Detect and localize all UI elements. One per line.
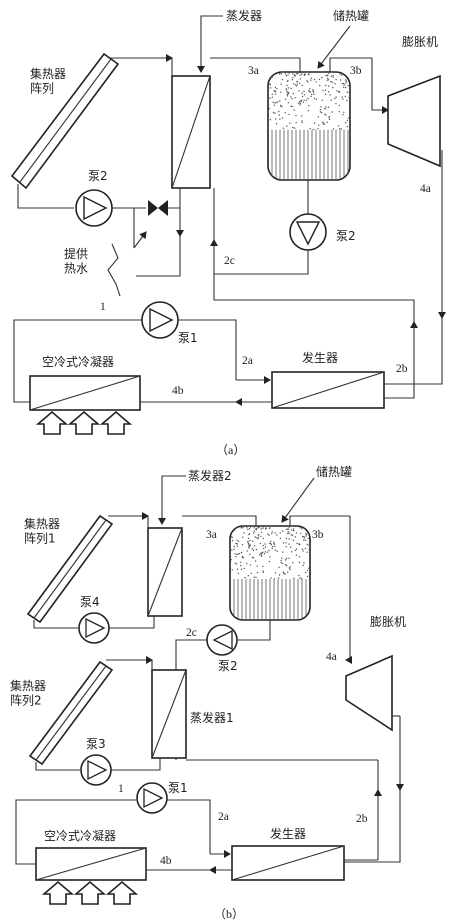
diagram-b: 集热器阵列1 蒸发器2 泵4 储热罐 3a 3b: [10, 464, 406, 921]
pipe-1-b: [15, 799, 136, 865]
pipe-3b-a: [329, 57, 372, 72]
expander-b: [345, 654, 393, 732]
caption-b: （b）: [214, 907, 244, 921]
pipe-2b-up-a: [213, 274, 415, 322]
pump2-tank-a: [289, 213, 327, 251]
state-2a-b: 2a: [218, 811, 229, 823]
pump1-a: [141, 301, 179, 339]
expander-label-b: 膨胀机: [370, 615, 406, 629]
pump3-b: [80, 754, 112, 786]
storage-tank-label-b: 储热罐: [316, 464, 352, 479]
state-2a-a: 2a: [242, 355, 253, 367]
pump1-label-a: 泵1: [178, 331, 198, 345]
collector2-label-b: 集热器阵列2: [10, 678, 46, 707]
pipe-4a-gen-b: [344, 790, 401, 863]
pipe-4a-gen-a: [384, 318, 443, 385]
pipe-hot-water-return-a: [136, 236, 181, 277]
pipe-tank-pump2-b: [238, 620, 271, 641]
evaporator-a: [171, 75, 211, 189]
pump2-label-b: 泵2: [218, 659, 238, 673]
pipe-collector-return-a: [17, 184, 74, 209]
state-3b-b: 3b: [312, 529, 324, 541]
evaporator2-label-b: 蒸发器2: [188, 468, 232, 483]
pump4-b: [78, 612, 110, 644]
state-2c-a: 2c: [224, 255, 235, 267]
condenser-label-b: 空冷式冷凝器: [44, 828, 116, 843]
evaporator-pointer-a: [197, 15, 223, 73]
expander-a: [387, 74, 441, 168]
collector-array-1-b: [26, 514, 114, 624]
state-3a-b: 3a: [206, 529, 217, 541]
condenser-label-a: 空冷式冷凝器: [42, 354, 114, 369]
state-4a-b: 4a: [326, 651, 337, 663]
pump1-b: [136, 782, 168, 814]
tank-pointer-a: [317, 25, 351, 69]
generator-label-a: 发生器: [302, 350, 338, 365]
caption-a: （a）: [216, 443, 245, 457]
collector-array-2-b: [28, 660, 114, 766]
pipe-to-expander-b: [345, 516, 352, 664]
collector-array-a: [10, 52, 120, 190]
state-2b-b: 2b: [356, 813, 368, 825]
state-2c-b: 2c: [186, 627, 197, 639]
generator-label-b: 发生器: [270, 826, 306, 841]
pipe-2b-a: [384, 321, 418, 399]
pump2-b: [206, 624, 238, 656]
pipe-1-a: [13, 319, 142, 403]
arrow-hot-water-a: [133, 231, 147, 249]
pipe-2a-a: [178, 319, 237, 380]
state-3b-a: 3b: [350, 65, 362, 77]
valve-a: [148, 200, 168, 216]
pipe-collector2-return-b: [35, 762, 80, 771]
pipe-pump3-evap1-b: [111, 758, 161, 771]
pipe-valve-evap-a: [168, 188, 181, 209]
pipe-3a-b: [182, 515, 257, 526]
state-4a-a: 4a: [420, 183, 431, 195]
pipe-2c-b: [175, 639, 207, 654]
pipe-to-expander-a: [371, 58, 389, 114]
hot-water-squiggle-a: [107, 243, 121, 297]
pump2-tank-label-a: 泵2: [336, 229, 356, 243]
evaporator1-b: [151, 669, 187, 759]
state-2b-a: 2b: [396, 363, 408, 375]
condenser-a: [29, 375, 141, 411]
pump4-label-b: 泵4: [80, 595, 100, 609]
air-flow-arrows-b: [41, 880, 139, 905]
pipe-2c-a: [214, 250, 309, 275]
collector1-label-b: 集热器阵列1: [24, 516, 60, 545]
tank-pointer-b: [281, 477, 315, 523]
pump3-label-b: 泵3: [86, 737, 106, 751]
state-3a-a: 3a: [248, 65, 259, 77]
evaporator2-b: [147, 527, 183, 617]
pipe-pump4-evap2-b: [109, 616, 155, 629]
state-4b-b: 4b: [160, 855, 172, 867]
air-flow-arrows-a: [35, 410, 133, 435]
pump1-label-b: 泵1: [168, 781, 188, 795]
storage-tank-a: [267, 71, 351, 181]
storage-tank-b: [229, 525, 311, 621]
evaporator1-label-b: 蒸发器1: [190, 710, 234, 725]
hot-water-label-a: 提供热水: [64, 246, 88, 275]
collector-label-a: 集热器阵列: [30, 66, 66, 95]
diagram-a: 集热器阵列 蒸发器 储热罐 膨胀机 泵2: [10, 8, 446, 457]
pipe-collector1-return-b: [33, 620, 78, 629]
state-1-a: 1: [100, 301, 106, 313]
expander-label-a: 膨胀机: [402, 35, 438, 49]
state-4b-a: 4b: [172, 385, 184, 397]
storage-tank-label-a: 储热罐: [333, 8, 369, 23]
generator-a: [271, 371, 385, 409]
evaporator-label-a: 蒸发器: [226, 8, 262, 23]
pump2-collector-a: [75, 189, 113, 227]
pump2-label-a: 泵2: [88, 169, 108, 183]
generator-b: [231, 845, 345, 881]
pipe-2a-b: [167, 799, 211, 854]
condenser-b: [35, 847, 147, 881]
state-1-b: 1: [118, 783, 124, 795]
pipe-3b-b: [289, 515, 350, 526]
evaporator2-pointer-b: [158, 475, 186, 525]
